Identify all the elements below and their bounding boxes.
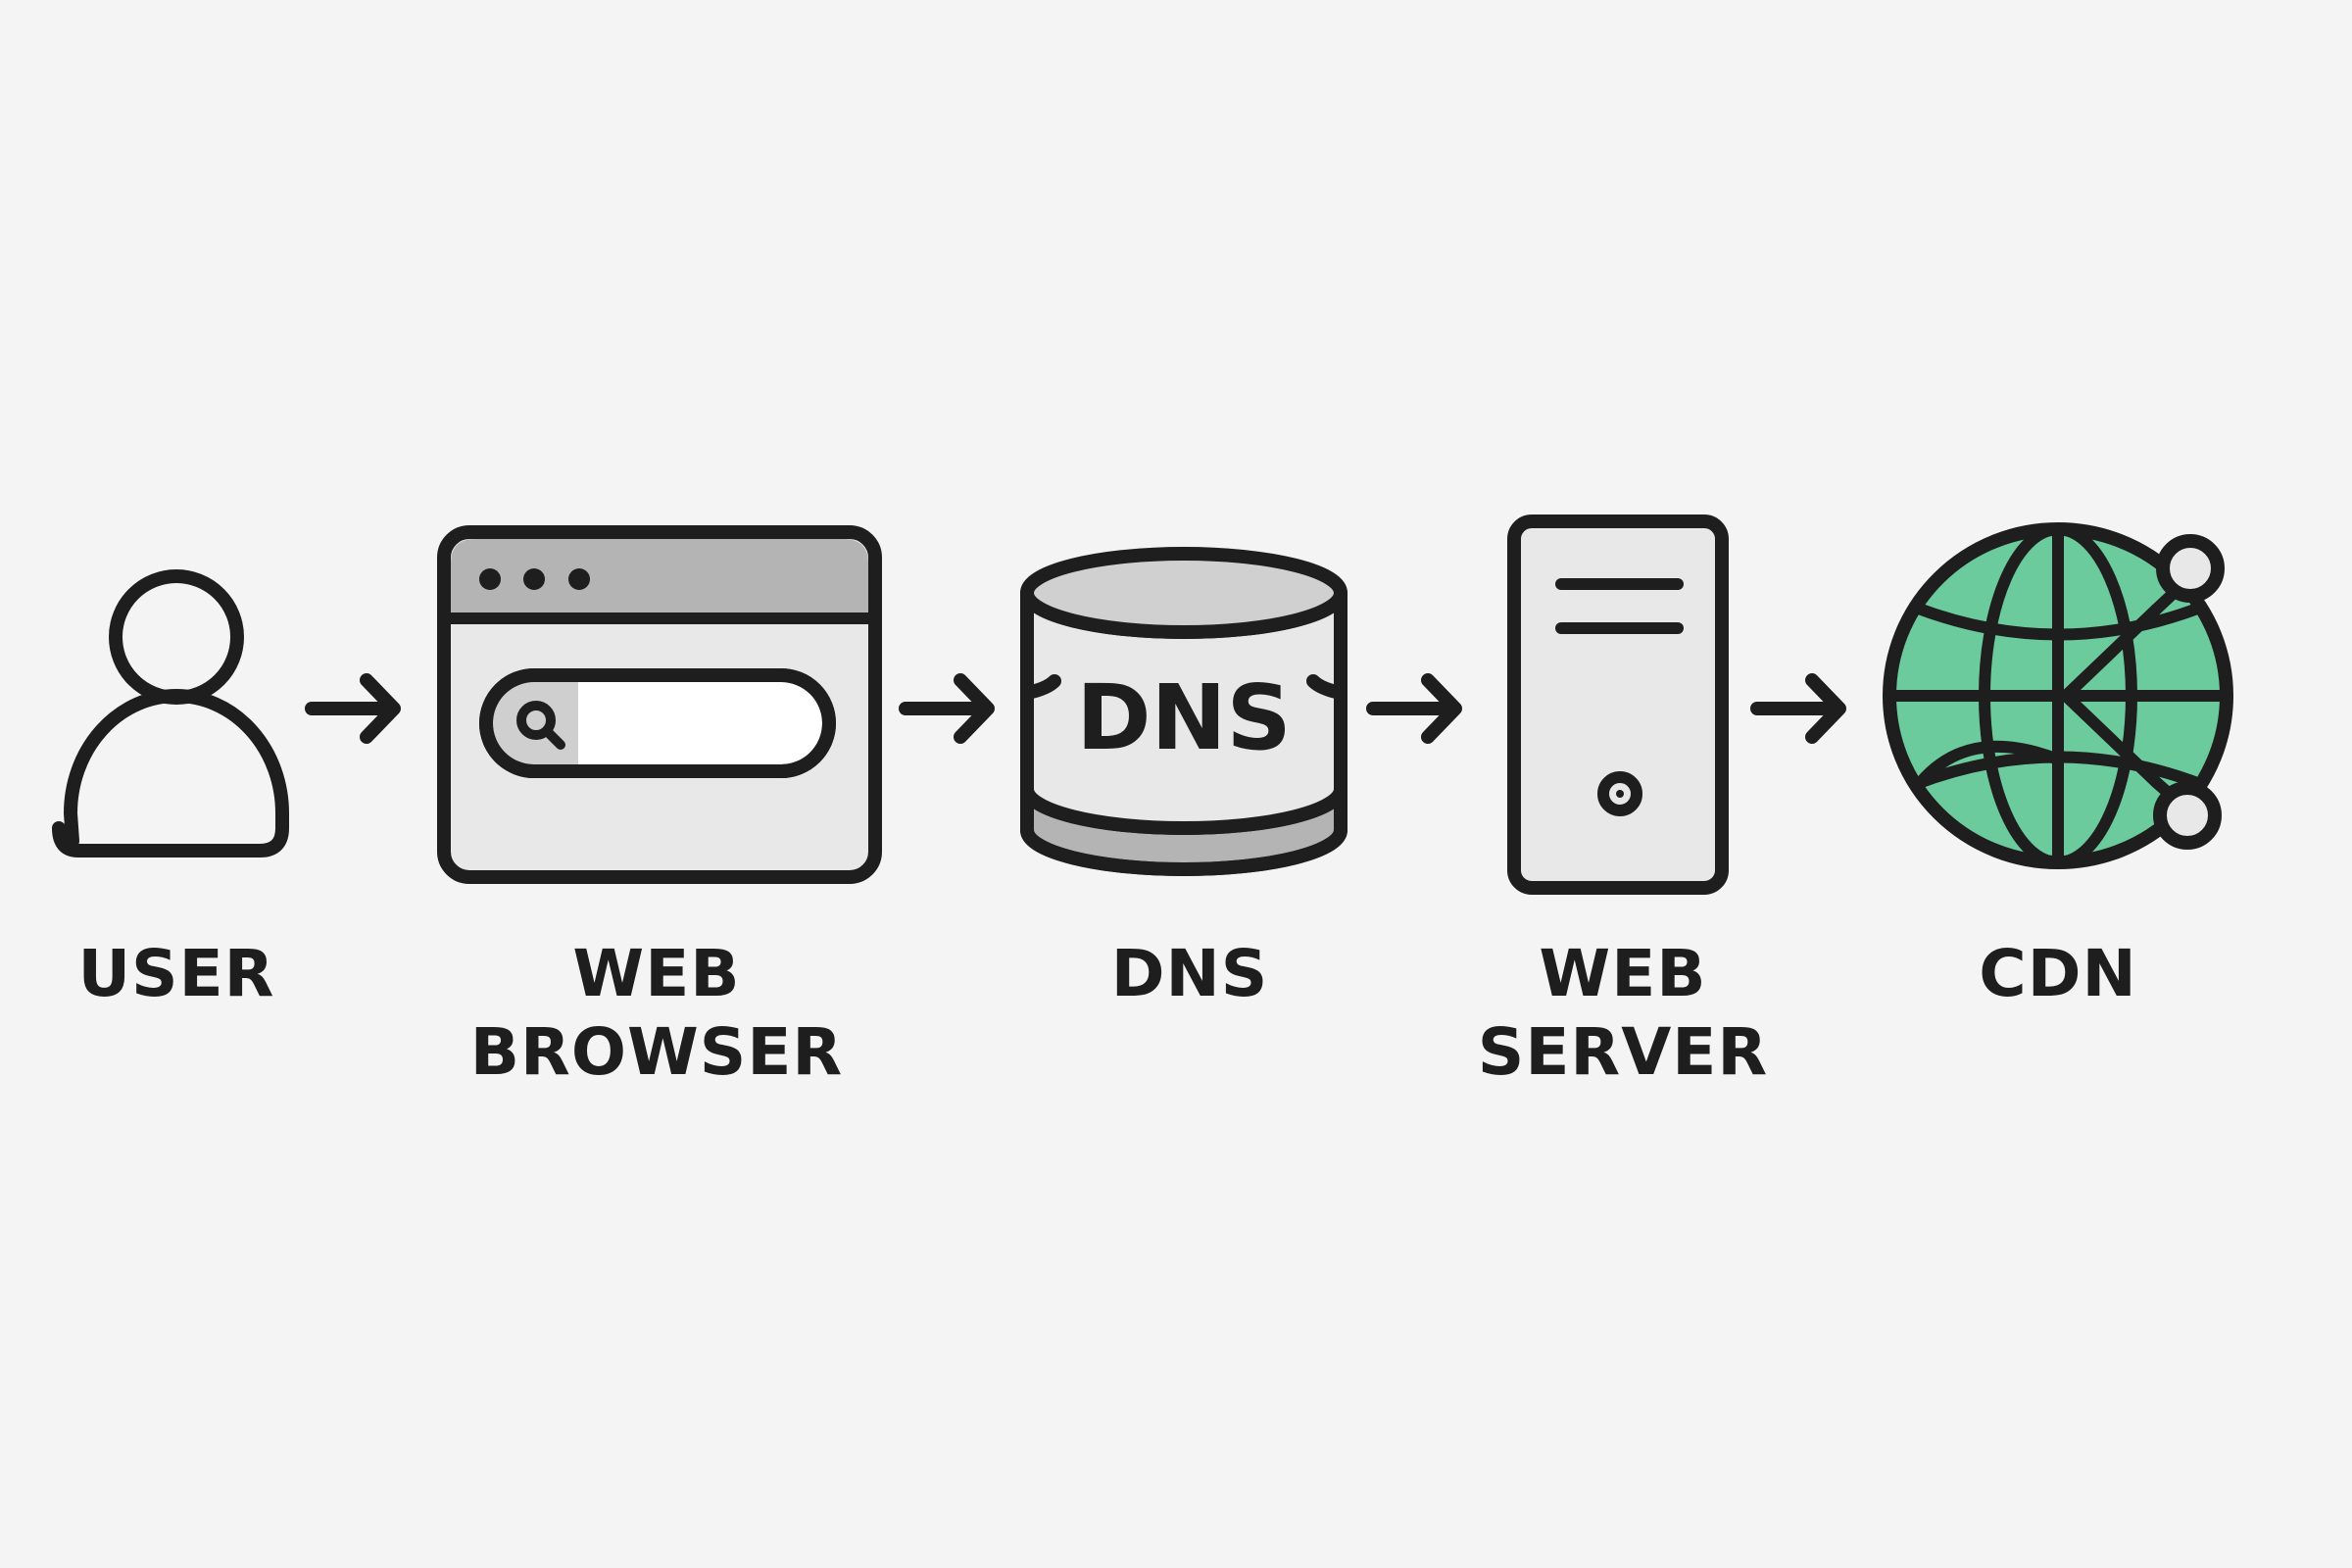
node-label-web-browser: WEB BROWSER xyxy=(469,936,844,1090)
database-icon: DNS xyxy=(1020,547,1348,876)
node-label-cdn: CDN xyxy=(1979,936,2137,1011)
network-node-icon xyxy=(2156,534,2225,603)
node-label-user: USER xyxy=(77,936,275,1011)
search-icon xyxy=(516,701,565,750)
node-label-dns: DNS xyxy=(1110,936,1269,1011)
user-icon xyxy=(52,569,289,858)
server-tower-icon xyxy=(1507,514,1729,895)
node-label-web-server: WEB SERVER xyxy=(1477,936,1769,1090)
arrow-dns-to-server xyxy=(1366,673,1462,744)
arrow-browser-to-dns xyxy=(899,673,995,744)
arrow-user-to-browser xyxy=(305,673,401,744)
browser-window-icon xyxy=(437,525,882,884)
search-bar-icon xyxy=(479,668,836,778)
network-node-icon xyxy=(2153,781,2222,850)
globe-network-icon xyxy=(1883,522,2233,869)
database-icon-label: DNS xyxy=(1076,665,1292,770)
arrow-server-to-cdn xyxy=(1750,673,1846,744)
